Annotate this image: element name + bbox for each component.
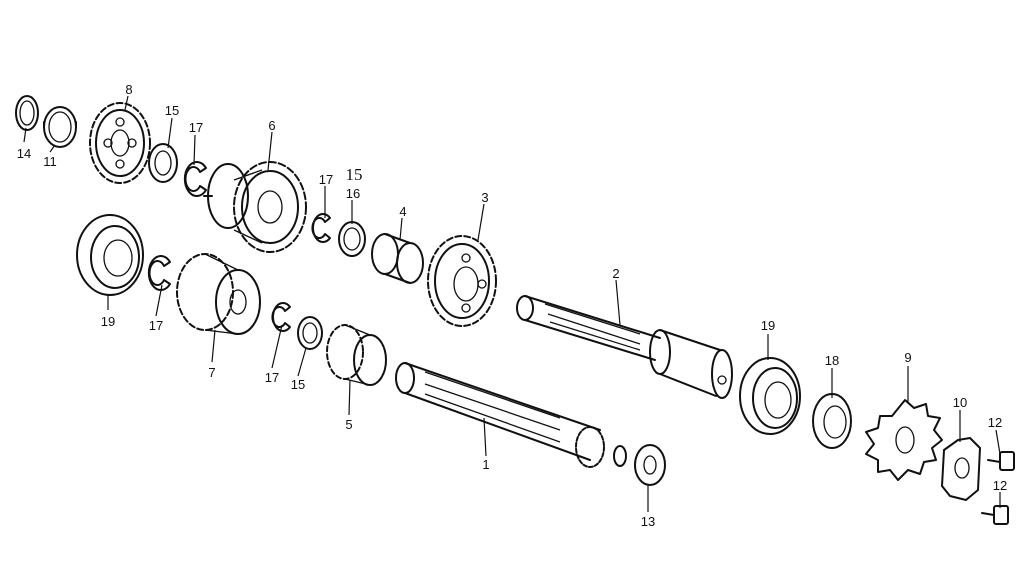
label-3: 3 [481,190,488,205]
label-4: 4 [399,204,406,219]
label-19b: 19 [761,318,775,333]
label-17d: 17 [265,370,279,385]
circlip-17d [271,302,291,332]
circlip-17a [183,161,207,197]
label-17b: 17 [319,172,333,187]
leader-lines [23,95,1001,512]
mainshaft-1 [395,362,627,468]
collar-11 [43,106,77,148]
label-6: 6 [268,118,275,133]
label-1: 1 [482,457,489,472]
bearing-19a [76,214,144,296]
label-15b: 15 [291,377,305,392]
bolt-12a [987,451,1015,471]
label-2: 2 [612,266,619,281]
countershaft-2 [516,295,733,399]
label-7: 7 [208,365,215,380]
washer-15a [148,143,178,183]
circlip-17b [311,213,331,243]
label-18: 18 [825,353,839,368]
plate-10 [941,437,981,501]
label-12a: 12 [988,415,1002,430]
washer-13 [634,444,666,486]
label-17a: 17 [189,120,203,135]
gear-8 [89,102,151,184]
oil-seal-18 [812,393,852,449]
label-19a: 19 [101,314,115,329]
ring-14 [15,95,39,131]
label-8: 8 [125,82,132,97]
gear-6 [203,161,307,253]
label-15c: 15 [346,165,363,184]
label-15a: 15 [165,103,179,118]
gear-7 [176,253,261,335]
circlip-17c [147,255,171,291]
bolt-12b [981,505,1009,525]
label-14: 14 [17,146,31,161]
sprocket-9 [865,399,943,481]
label-17c: 17 [149,318,163,333]
label-9: 9 [904,350,911,365]
bearing-19b [739,357,801,435]
label-5: 5 [345,417,352,432]
gear-3 [427,235,497,327]
label-12b: 12 [993,478,1007,493]
bushing-4 [371,233,424,284]
label-13: 13 [641,514,655,529]
label-11: 11 [43,154,57,169]
washer-15b [297,316,323,350]
washer-16 [338,221,366,257]
label-16: 16 [346,186,360,201]
gear-5 [326,324,387,386]
label-10: 10 [953,395,967,410]
